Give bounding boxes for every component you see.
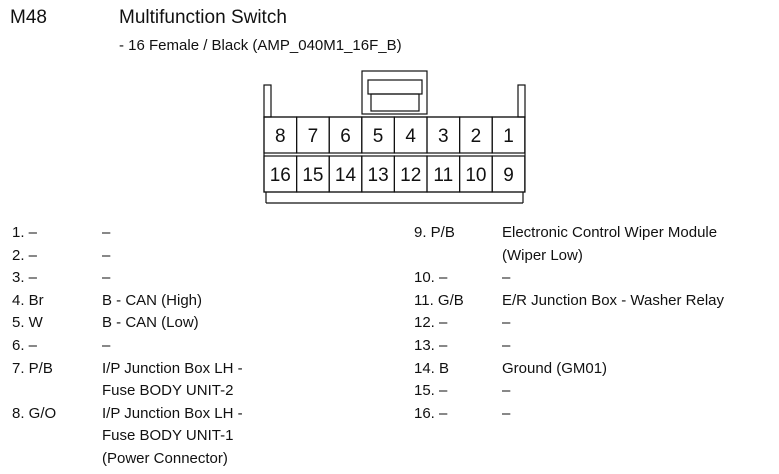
pin-row-6: 6. – – <box>12 335 243 358</box>
pin-row-16: 16. – – <box>414 403 724 426</box>
pin-cell-number: 16 <box>270 165 291 186</box>
pin-description: – <box>502 269 511 287</box>
left-post <box>263 84 272 118</box>
pin-row-11: 11. G/B E/R Junction Box - Washer Relay <box>414 290 724 313</box>
pin-list-left: 1. – – 2. – – 3. – – 4. Br B - CAN (High) 5.… <box>12 222 243 471</box>
right-post <box>517 84 526 118</box>
pin-row-3: 3. – – <box>12 267 243 290</box>
pin-description: – <box>502 336 511 354</box>
pin-row-9: 9. P/B Electronic Control Wiper Module (W… <box>414 222 724 267</box>
pin-number: 7. P/B <box>12 359 53 377</box>
pin-row-5: 5. W B - CAN (Low) <box>12 312 243 335</box>
pin-cell-number: 5 <box>373 126 384 147</box>
pin-description: – <box>502 382 511 400</box>
pin-list-right: 9. P/B Electronic Control Wiper Module (W… <box>414 222 724 425</box>
pin-cell-number: 11 <box>433 165 453 186</box>
pin-description: – <box>102 224 111 241</box>
pin-description: – <box>102 269 111 287</box>
pin-cell-number: 3 <box>438 126 449 147</box>
pin-description: B - CAN (High) <box>102 291 203 309</box>
pin-row-12: 12. – – <box>414 312 724 335</box>
pin-description: – <box>502 404 511 422</box>
pin-cell-number: 4 <box>405 126 416 147</box>
pin-description: Electronic Control Wiper Module (Wiper L… <box>502 224 718 264</box>
pin-number: 5. W <box>12 314 43 332</box>
pin-number: 3. – <box>12 269 38 287</box>
connector-subtitle: - 16 Female / Black (AMP_040M1_16F_B) <box>119 37 402 54</box>
pin-cell <box>491 116 526 154</box>
pin-cell-number: 1 <box>503 126 514 147</box>
pin-number: 2. – <box>12 246 38 264</box>
pin-description: – <box>502 314 511 332</box>
pin-cell-number: 7 <box>308 126 319 147</box>
pin-cell-number: 9 <box>503 165 514 186</box>
latch-inner <box>367 79 423 95</box>
pin-row-8: 8. G/O I/P Junction Box LH - Fuse BODY UN… <box>12 403 243 471</box>
pin-number: 10. – <box>414 269 448 287</box>
pin-description: I/P Junction Box LH - Fuse BODY UNIT-2 <box>102 359 243 400</box>
pin-cell-number: 13 <box>368 165 389 186</box>
pin-row-1: 1. – – <box>12 222 243 245</box>
pin-cell <box>491 155 526 193</box>
pin-number: 12. – <box>414 314 448 332</box>
pin-number: 9. P/B <box>414 224 455 241</box>
pin-number: 4. Br <box>12 291 44 309</box>
connector-title: Multifunction Switch <box>119 7 287 28</box>
pin-row-4: 4. Br B - CAN (High) <box>12 290 243 313</box>
pin-row-13: 13. – – <box>414 335 724 358</box>
pin-row-2: 2. – – <box>12 245 243 268</box>
pin-cell-number: 10 <box>465 165 486 186</box>
pin-description: – <box>102 246 111 264</box>
pin-row-15: 15. – – <box>414 380 724 403</box>
latch-tab <box>370 93 420 112</box>
pin-cell-number: 2 <box>471 126 482 147</box>
pin-cell-number: 6 <box>340 126 351 147</box>
pin-cell-number: 14 <box>335 165 357 186</box>
pin-row-10: 10. – – <box>414 267 724 290</box>
pin-number: 8. G/O <box>12 404 57 422</box>
connector-code: M48 <box>10 7 47 28</box>
pin-row-14: 14. B Ground (GM01) <box>414 358 724 381</box>
pin-cell-number: 8 <box>275 126 286 147</box>
pin-description: E/R Junction Box - Washer Relay <box>502 291 725 309</box>
pin-number: 14. B <box>414 359 450 377</box>
pin-number: 1. – <box>12 224 38 241</box>
pin-cell-number: 12 <box>400 165 421 186</box>
pin-description: – <box>102 336 111 354</box>
pin-description: B - CAN (Low) <box>102 314 199 332</box>
pin-number: 15. – <box>414 382 448 400</box>
pin-description: Ground (GM01) <box>502 359 608 377</box>
pin-number: 6. – <box>12 336 38 354</box>
pin-number: 16. – <box>414 404 448 422</box>
pin-description: I/P Junction Box LH - Fuse BODY UNIT-1 (… <box>102 404 243 467</box>
pin-number: 13. – <box>414 336 448 354</box>
pin-number: 11. G/B <box>414 291 464 309</box>
pin-row-7: 7. P/B I/P Junction Box LH - Fuse BODY UN… <box>12 358 243 403</box>
latch-outer <box>361 70 428 115</box>
pin-cell-number: 15 <box>302 165 323 186</box>
